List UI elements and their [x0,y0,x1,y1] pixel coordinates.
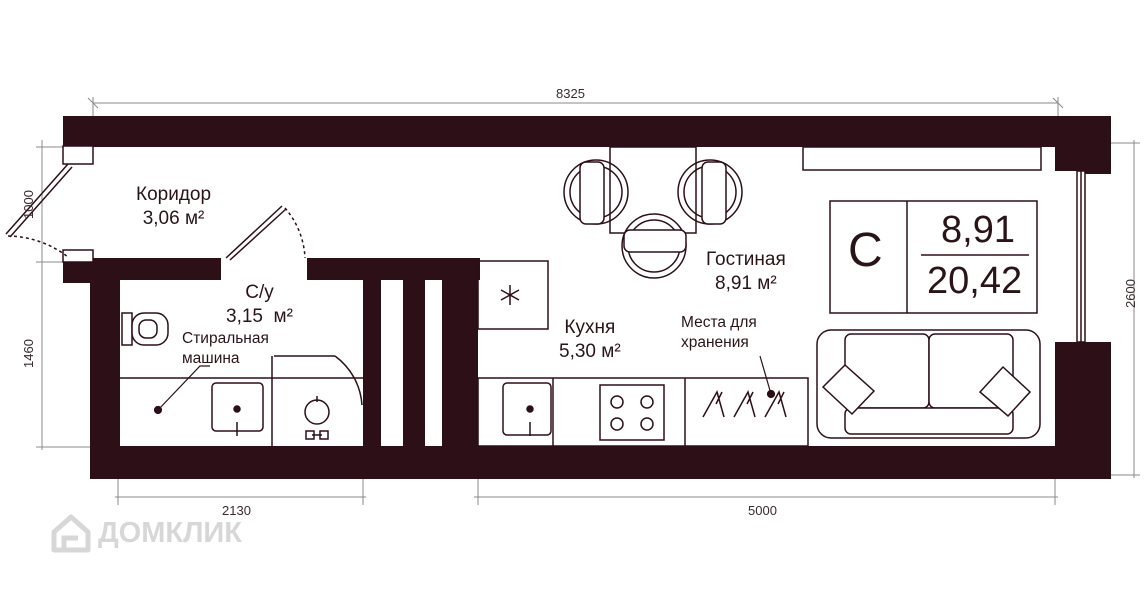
badge-letter: С [848,224,883,277]
dim-right: 2600 [1122,279,1138,308]
storage-leader [759,355,776,399]
hangers-icon [702,390,787,418]
washer-line1: Стиральная [182,330,269,347]
apartment-badge [829,200,1038,314]
dim-top: 8325 [556,86,585,101]
corridor-label: Коридор 3,06 м² [136,183,211,231]
dim-bottom-left: 2130 [222,503,251,518]
window-right [1076,170,1086,343]
entrance-door [5,145,94,263]
toilet [121,312,169,346]
kitchen-label: Кухня 5,30 м² [559,316,621,364]
bath-door-arc [274,355,363,406]
corridor-area: 3,06 м² [142,208,205,229]
dimension-lines [36,97,1140,505]
bathroom-area: 3,15 м² [226,306,293,327]
dining-chairs [563,159,743,279]
bathroom-name: С/у [245,282,274,303]
living-label: Гостиная 8,91 м² [706,248,786,296]
kitchen-name: Кухня [564,317,616,338]
washer-note: Стиральная машина [182,329,269,369]
storage-note: Места для хранения [681,313,757,353]
sofa [816,329,1041,439]
snowflake-icon [500,285,520,305]
badge-total-area: 20,42 [927,260,1023,302]
washer-line2: машина [182,350,240,367]
living-area: 8,91 м² [715,273,777,294]
bath-counter [120,356,363,446]
corridor-name: Коридор [136,184,212,205]
kitchen-area: 5,30 м² [559,341,621,362]
wall-shelf [802,146,1042,171]
bathroom-label: С/у 3,15 м² [226,281,293,329]
washer-leader [153,365,210,415]
badge-living-area: 8,91 [941,209,1015,251]
shower-mixer [304,396,330,440]
dim-left-door: 1000 [20,190,36,219]
dining-table [609,146,697,234]
living-name: Гостиная [706,249,786,270]
dim-bottom-right: 5000 [748,503,777,518]
kitchen-units [477,260,809,447]
watermark: ДОМКЛИК [50,512,242,554]
house-logo-icon [51,514,91,553]
storage-line2: хранения [681,334,749,351]
walls [63,116,1111,479]
dim-left-bath: 1460 [20,339,36,368]
storage-line1: Места для [681,314,757,331]
bathroom-door [225,205,306,261]
watermark-text: ДОМКЛИК [98,516,242,549]
